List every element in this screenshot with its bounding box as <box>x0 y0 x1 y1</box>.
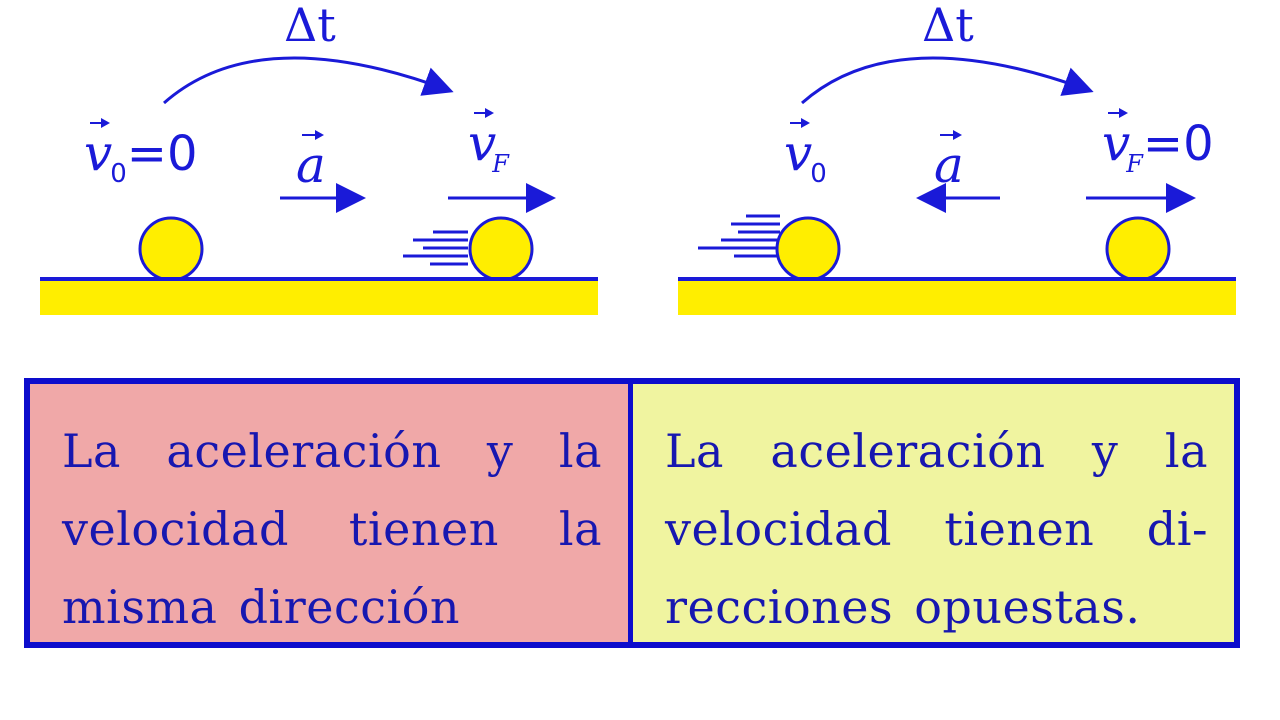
opposite-direction-cell: La aceleración y la velocidad tienen di-… <box>633 384 1234 642</box>
vf-subscript: F <box>1126 150 1143 178</box>
time-label: Δt <box>284 0 336 52</box>
acceleration-label: a <box>934 130 964 194</box>
v0-symbol: v <box>84 118 113 182</box>
v0-symbol: v <box>784 118 813 182</box>
final-velocity-label: vF <box>468 108 509 178</box>
vf-symbol: v <box>1102 108 1131 172</box>
time-interval-arc <box>163 56 454 105</box>
comparison-table: La aceleración y la velocidad tienen la … <box>24 378 1240 648</box>
ground <box>40 281 598 315</box>
acceleration-label: a <box>296 130 326 194</box>
diagram-right-drawing <box>678 56 1236 315</box>
motion-lines <box>403 230 468 266</box>
vf-equals: =0 <box>1142 116 1214 172</box>
initial-velocity-label: v0=0 <box>84 118 198 189</box>
a-symbol: a <box>296 130 326 194</box>
v0-equals: =0 <box>126 126 198 182</box>
a-symbol: a <box>934 130 964 194</box>
diagram-left-drawing <box>40 56 598 315</box>
final-velocity-label: vF=0 <box>1102 108 1214 178</box>
vf-symbol: v <box>468 108 497 172</box>
motion-lines <box>698 214 780 258</box>
diagram-same-direction: Δt v0=0 a vF <box>38 0 598 330</box>
initial-velocity-label: v0 <box>784 118 827 189</box>
ball-end <box>1105 216 1171 282</box>
v0-subscript: 0 <box>810 159 827 189</box>
ground <box>678 281 1236 315</box>
time-label: Δt <box>922 0 974 52</box>
same-direction-cell: La aceleración y la velocidad tienen la … <box>30 384 633 642</box>
vf-subscript: F <box>492 150 509 178</box>
v0-subscript: 0 <box>110 159 127 189</box>
ball-start <box>138 216 204 282</box>
ball-start <box>775 216 841 282</box>
time-interval-arc <box>801 56 1094 105</box>
ball-end <box>468 216 534 282</box>
diagram-opposite-direction: Δt v0 a vF=0 <box>676 0 1236 330</box>
